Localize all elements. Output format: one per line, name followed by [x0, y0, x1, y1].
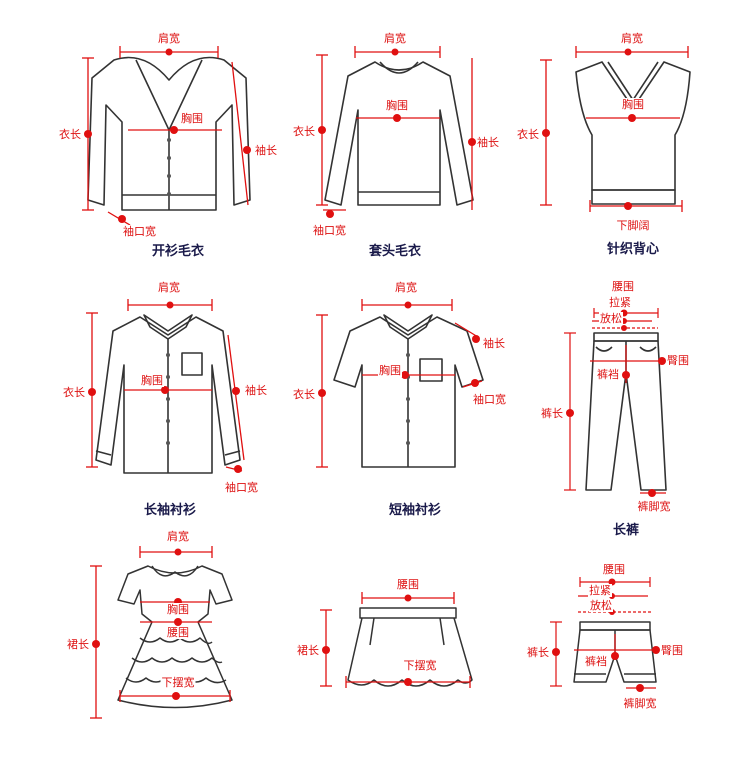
garment-dress: 肩宽 胸围 腰围 裙长 下摆宽: [0, 510, 250, 765]
label-hem: 下摆宽: [160, 676, 196, 689]
label-waist: 腰围: [602, 563, 626, 576]
short-sleeve-shirt-icon: [316, 299, 484, 468]
garment-short-sleeve-shirt: 肩宽 胸围 衣长 袖长 袖口宽 短袖衬衫: [250, 255, 507, 518]
label-waist-relaxed: 放松: [589, 599, 613, 612]
label-length: 衣长: [62, 386, 86, 399]
trousers-icon: [564, 308, 667, 497]
label-cuff: 袖口宽: [224, 481, 259, 494]
garment-title: 开衫毛衣: [151, 244, 205, 259]
long-sleeve-shirt-icon: [86, 299, 245, 474]
shorts-icon: [550, 577, 660, 692]
label-waist-tight: 拉紧: [588, 584, 612, 597]
garment-title: 套头毛衣: [368, 244, 422, 259]
garment-pullover: 肩宽 胸围 衣长 袖长 袖口宽 套头毛衣: [250, 0, 500, 259]
garment-shorts: 腰围 拉紧 放松 臀围 裤裆 裤长 裤脚宽: [500, 510, 750, 765]
label-hem: 下脚阔: [615, 219, 651, 232]
label-chest: 胸围: [166, 603, 190, 616]
garment-long-sleeve-shirt: 肩宽 胸围 衣长 袖长 袖口宽 长袖衬衫: [0, 255, 268, 518]
label-shoulder: 肩宽: [620, 32, 644, 45]
garment-skirt: 腰围 裙长 下摆宽: [250, 510, 500, 765]
label-length: 衣长: [292, 388, 316, 401]
knit-vest-icon: [540, 46, 691, 212]
label-length: 衣长: [58, 128, 82, 141]
label-chest: 胸围: [378, 364, 402, 377]
label-cuff: 袖口宽: [122, 225, 157, 238]
pullover-sweater-icon: [316, 46, 476, 218]
garment-cardigan: 肩宽 胸围 衣长 袖长 袖口宽 开衫毛衣: [0, 0, 278, 259]
garment-title: 短袖衬衫: [388, 503, 442, 518]
skirt-icon: [320, 592, 473, 688]
label-hem: 下摆宽: [402, 659, 438, 672]
garment-title: 长袖衬衫: [143, 503, 197, 518]
label-rise: 裤裆: [596, 368, 620, 381]
label-shoulder: 肩宽: [394, 281, 418, 294]
label-shoulder: 肩宽: [383, 32, 407, 45]
label-rise: 裤裆: [584, 655, 608, 668]
label-leg-opening: 裤脚宽: [636, 500, 672, 513]
label-chest: 胸围: [385, 99, 409, 112]
label-sleeve: 袖长: [254, 144, 278, 157]
label-waist: 腰围: [396, 578, 420, 591]
garment-vest: 肩宽 胸围 衣长 下脚阔 针织背心: [500, 0, 750, 257]
label-hip: 臀围: [666, 354, 690, 367]
garment-title: 长裤: [612, 523, 640, 538]
garment-trousers: 腰围 拉紧 放松 臀围 裤裆 裤长 裤脚宽 长裤: [500, 255, 750, 538]
label-length: 裤长: [540, 407, 564, 420]
label-length: 衣长: [292, 125, 316, 138]
label-length: 裙长: [296, 644, 320, 657]
label-sleeve: 袖长: [476, 136, 500, 149]
label-shoulder: 肩宽: [157, 32, 181, 45]
label-length: 衣长: [516, 128, 540, 141]
garment-title: 针织背心: [606, 242, 660, 257]
label-chest: 胸围: [140, 374, 164, 387]
label-hip: 臀围: [660, 644, 684, 657]
label-waist-relaxed: 放松: [599, 312, 623, 325]
label-shoulder: 肩宽: [166, 530, 190, 543]
label-cuff: 袖口宽: [312, 224, 347, 237]
label-leg-opening: 裤脚宽: [622, 697, 658, 710]
dress-icon: [90, 546, 233, 719]
label-length: 裙长: [66, 638, 90, 651]
label-sleeve: 袖长: [244, 384, 268, 397]
label-waist-tight: 拉紧: [608, 296, 632, 309]
cardigan-icon: [82, 46, 251, 226]
label-sleeve: 袖长: [482, 337, 506, 350]
label-waist: 腰围: [166, 626, 190, 639]
label-cuff: 袖口宽: [472, 393, 507, 406]
label-chest: 胸围: [180, 112, 204, 125]
label-chest: 胸围: [621, 98, 645, 111]
label-shoulder: 肩宽: [157, 281, 181, 294]
label-waist: 腰围: [611, 280, 635, 293]
label-length: 裤长: [526, 646, 550, 659]
